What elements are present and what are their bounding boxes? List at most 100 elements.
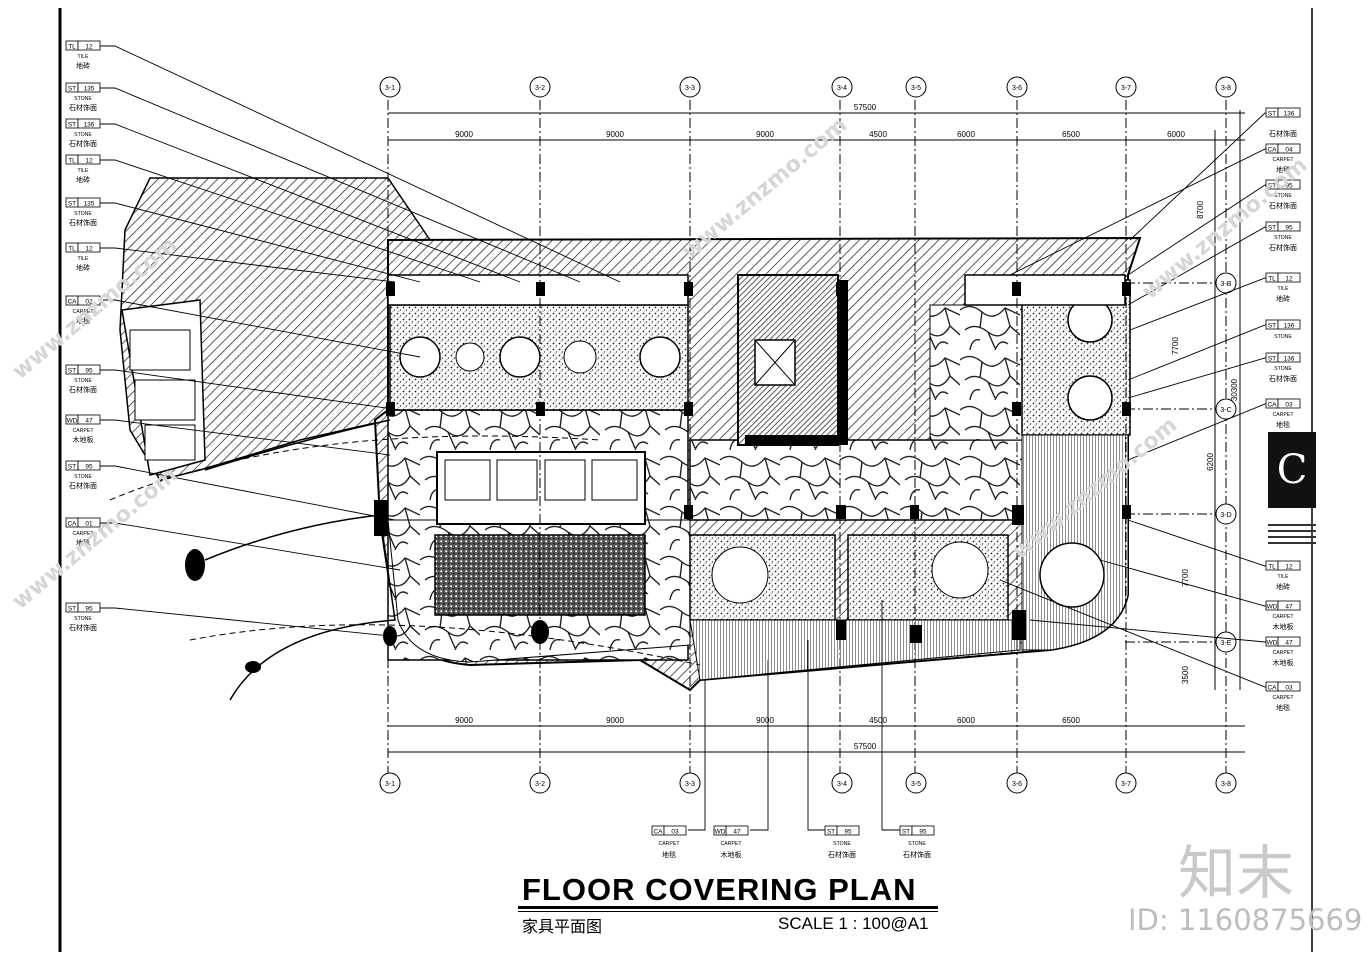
material-code: TL: [68, 246, 76, 253]
material-english: TILE: [78, 168, 89, 174]
material-english: STONE: [74, 96, 92, 102]
material-english: CARPET: [1272, 157, 1294, 163]
material-code: ST: [68, 122, 76, 129]
material-chinese: 石材饰面: [69, 218, 97, 227]
material-code: CA: [653, 829, 663, 836]
material-number: 12: [1285, 564, 1293, 571]
dim-right-4: 7700: [1181, 569, 1190, 587]
watermark-brand: 知末: [1178, 839, 1295, 907]
row-label-1: 3-B: [1221, 281, 1232, 288]
material-code: ST: [68, 86, 76, 93]
grid-label-top-6: 3-6: [1012, 85, 1022, 92]
grid-label-bottom-4: 3-4: [837, 781, 847, 788]
material-code: WD: [1267, 604, 1278, 611]
material-chinese: 石材饰面: [1269, 374, 1297, 383]
material-code: CA: [67, 299, 77, 306]
material-code: WD: [67, 418, 78, 425]
material-chinese: 地砖: [76, 175, 90, 184]
material-chinese: 地砖: [76, 263, 90, 272]
grid-bubbles: 3-1 3-2 3-3 3-4 3-5 3-6 3-7 3-8 3-1 3-2 …: [379, 76, 1237, 794]
material-number: 12: [1285, 276, 1293, 283]
material-code: ST: [827, 829, 835, 836]
material-english: STONE: [1274, 235, 1292, 241]
title-underline-thin: [518, 911, 938, 912]
material-number: 136: [1284, 323, 1295, 330]
material-code: ST: [1268, 111, 1276, 118]
material-code: ST: [1268, 356, 1276, 363]
dim-right-2: 7700: [1171, 337, 1180, 355]
material-number: 47: [1285, 604, 1293, 611]
material-english: CARPET: [1272, 614, 1294, 620]
material-chinese: 地砖: [1276, 582, 1290, 591]
material-code: ST: [1268, 323, 1276, 330]
material-number: 02: [85, 299, 93, 306]
watermark-id: ID: 1160875669: [1128, 903, 1363, 937]
material-code: ST: [68, 201, 76, 208]
material-number: 47: [85, 418, 93, 425]
company-logo: C: [1268, 432, 1316, 508]
material-number: 136: [84, 122, 95, 129]
material-chinese: 石材饰面: [69, 481, 97, 490]
material-english: STONE: [74, 616, 92, 622]
row-label-3: 3-D: [1220, 512, 1231, 519]
material-chinese: 石材饰面: [1269, 243, 1297, 252]
grid-label-top-4: 3-4: [837, 85, 847, 92]
material-chinese: 地毯: [1276, 420, 1290, 429]
dim-top-7: 6000: [1167, 130, 1185, 139]
material-english: TILE: [78, 54, 89, 60]
company-info-lines: [1268, 520, 1316, 550]
material-chinese: 石材饰面: [69, 103, 97, 112]
material-code: ST: [68, 368, 76, 375]
grid-label-bottom-6: 3-6: [1012, 781, 1022, 788]
material-chinese: 木地板: [73, 435, 94, 444]
material-number: 12: [85, 44, 93, 51]
material-number: 12: [85, 158, 93, 165]
material-chinese: 石材饰面: [69, 139, 97, 148]
dim-top-2: 9000: [606, 130, 624, 139]
material-code: WD: [1267, 640, 1278, 647]
material-english: STONE: [74, 211, 92, 217]
material-number: 136: [1284, 356, 1295, 363]
dim-bottom-6: 6500: [1062, 716, 1080, 725]
material-code: TL: [1268, 276, 1276, 283]
material-english: CARPET: [1272, 650, 1294, 656]
drawing-title: FLOOR COVERING PLAN: [522, 872, 917, 907]
material-number: 135: [84, 86, 95, 93]
material-number: 04: [1285, 147, 1293, 154]
material-english: STONE: [1274, 193, 1292, 199]
material-english: CARPET: [1272, 695, 1294, 701]
material-number: 135: [84, 201, 95, 208]
material-english: STONE: [74, 132, 92, 138]
dim-bottom-1: 9000: [455, 716, 473, 725]
material-chinese: 地砖: [76, 61, 90, 70]
material-chinese: 地毯: [662, 850, 676, 859]
grid-label-top-2: 3-2: [535, 85, 545, 92]
material-english: STONE: [908, 841, 926, 847]
main-building-outline: [109, 236, 1142, 701]
dim-right-1: 8700: [1196, 201, 1205, 219]
material-english: TILE: [1278, 286, 1289, 292]
material-english: STONE: [1274, 334, 1292, 340]
left-wing: [119, 177, 431, 481]
material-number: 47: [1285, 640, 1293, 647]
material-chinese: 地毯: [1276, 165, 1290, 174]
material-number: 12: [85, 246, 93, 253]
dim-bottom-4: 4500: [869, 716, 887, 725]
grid-label-top-5: 3-5: [911, 85, 921, 92]
